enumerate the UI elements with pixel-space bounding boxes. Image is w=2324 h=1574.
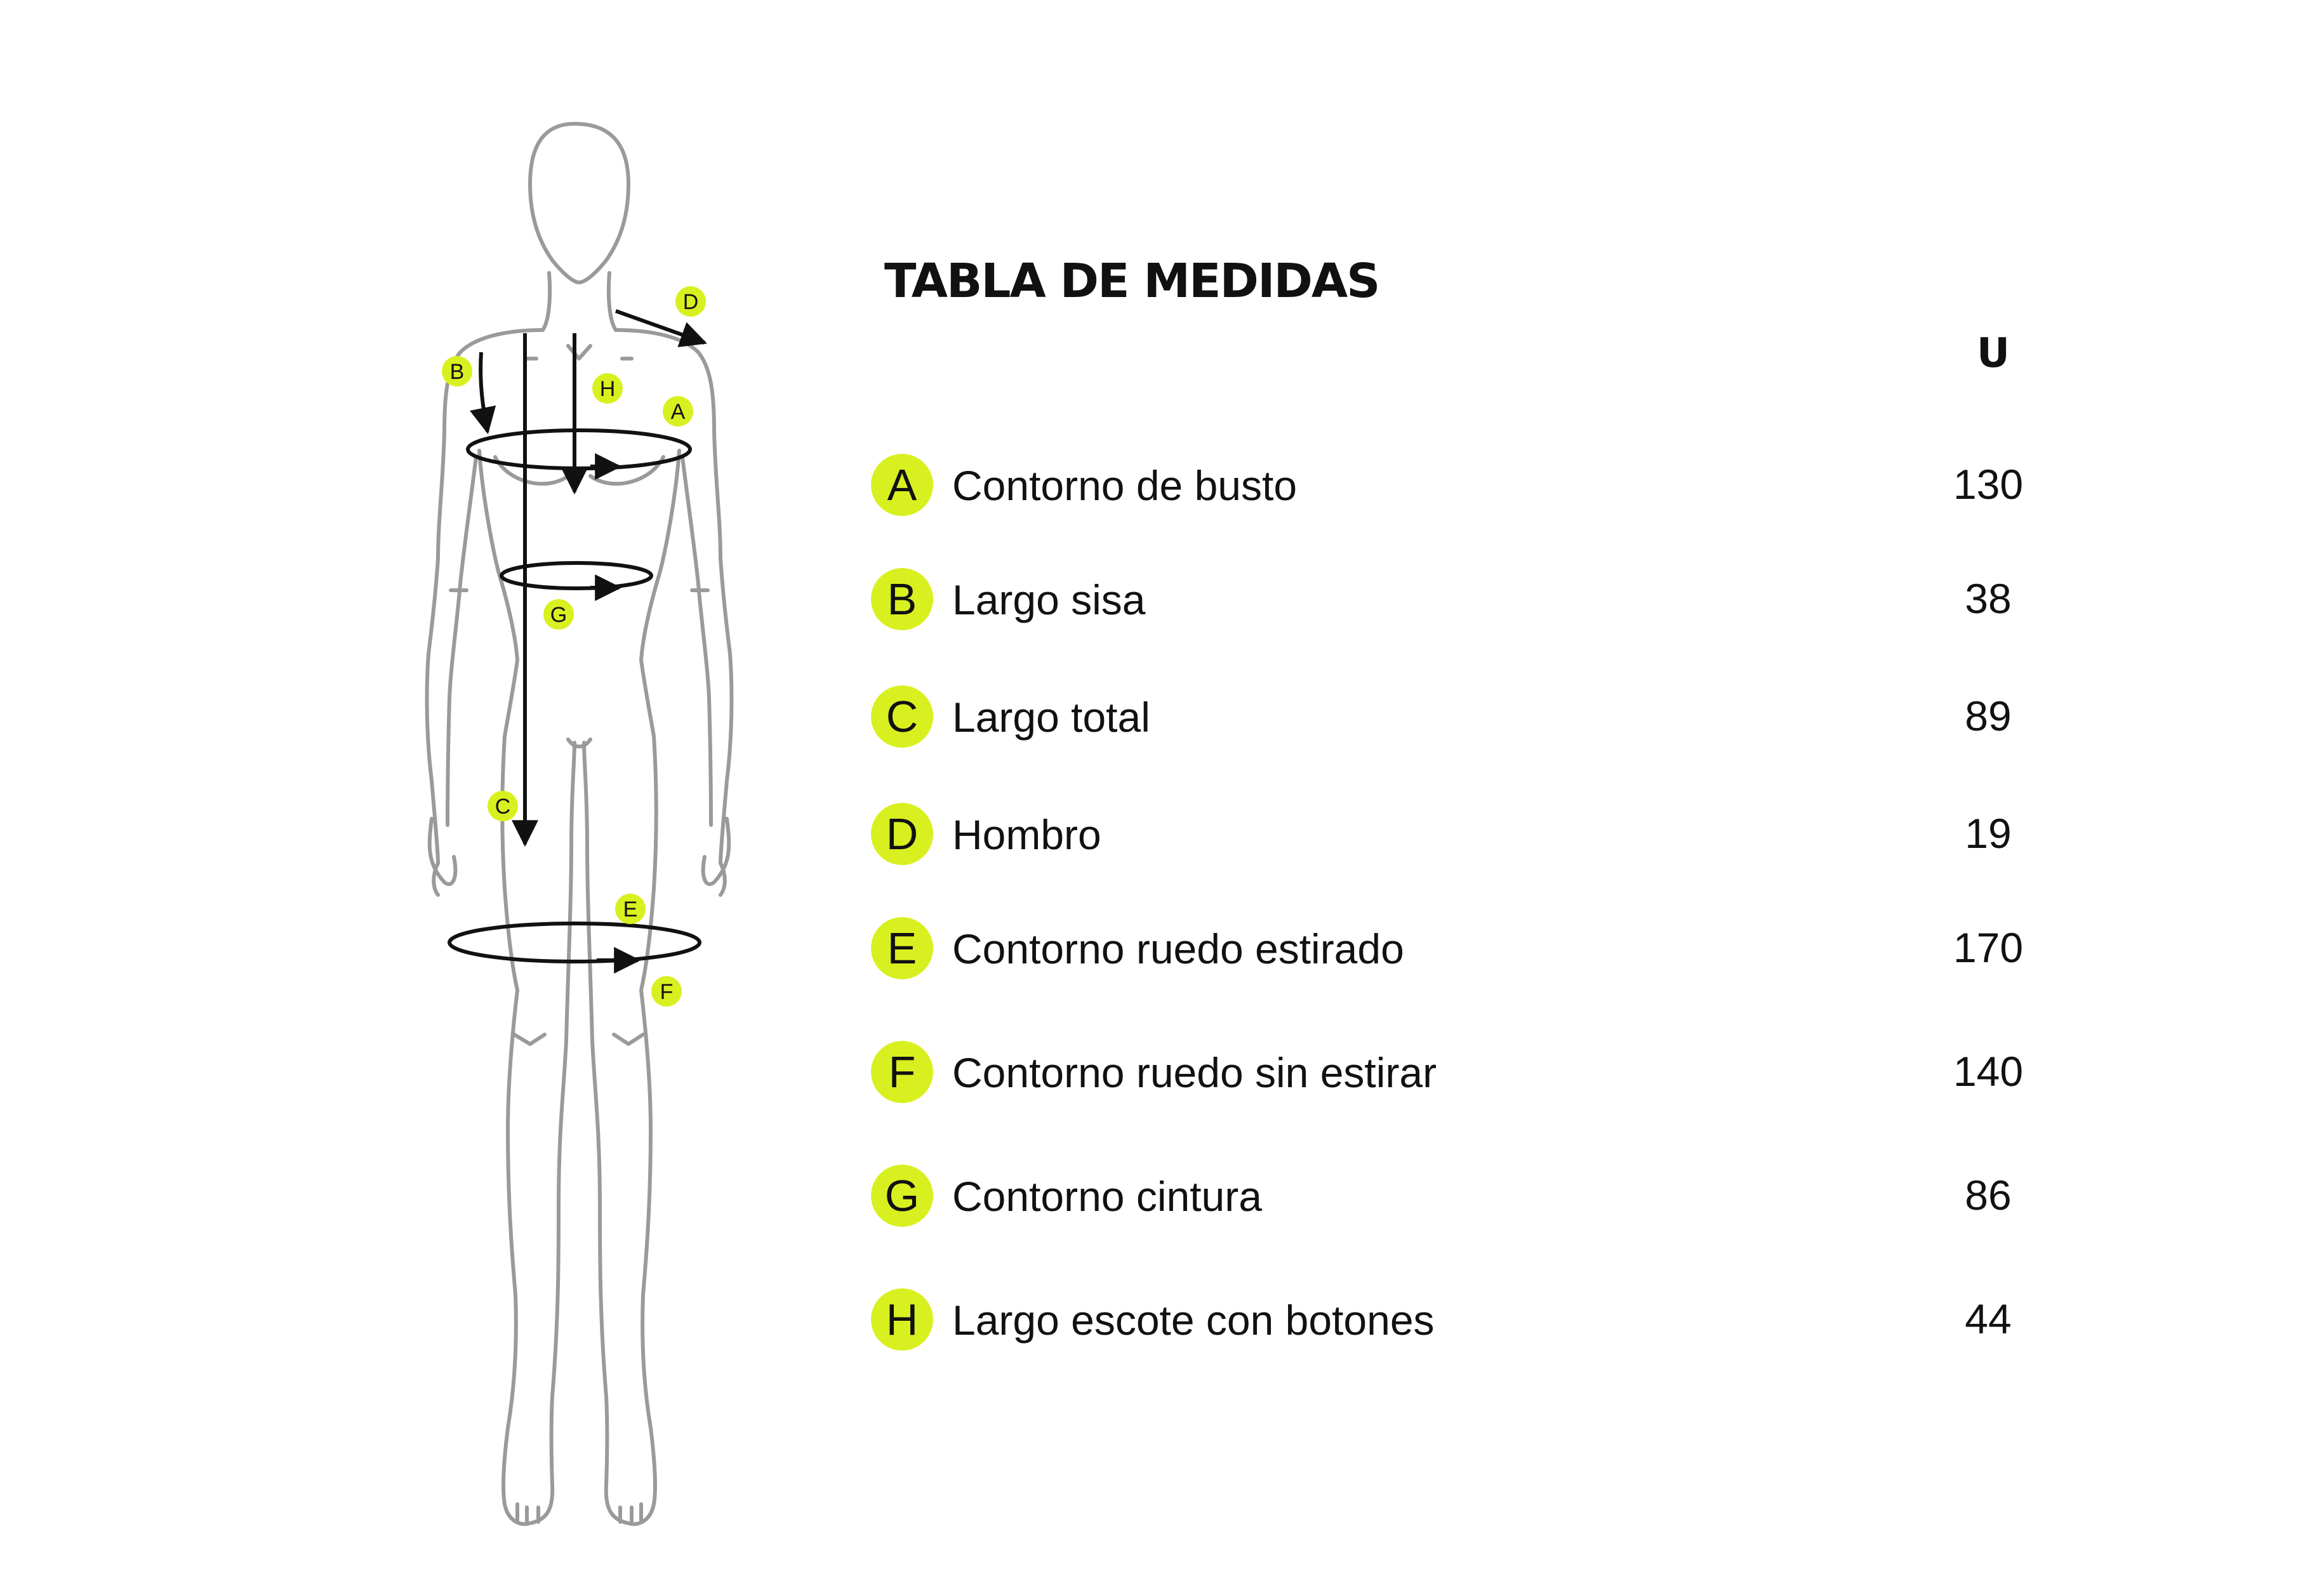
measure-row-g: G Contorno cintura 86 (871, 1165, 2052, 1234)
measure-row-f: F Contorno ruedo sin estirar 140 (871, 1041, 2052, 1111)
measure-value: 89 (1965, 692, 2012, 739)
measure-label: Contorno ruedo sin estirar (952, 1049, 1437, 1096)
measure-row-a: A Contorno de busto 130 (871, 454, 2052, 524)
svg-text:C: C (495, 795, 511, 819)
letter-badge: F (871, 1041, 933, 1103)
figure-badge-g: G (543, 599, 574, 630)
measure-value: 86 (1965, 1172, 2012, 1219)
measure-value: 44 (1965, 1295, 2012, 1342)
svg-text:A: A (671, 400, 686, 424)
figure-badge-a: A (663, 396, 693, 427)
measure-row-b: B Largo sisa 38 (871, 568, 2052, 638)
measure-value: 140 (1953, 1048, 2024, 1095)
measure-label: Contorno de busto (952, 462, 1298, 509)
figure-badge-c: C (488, 791, 518, 821)
figure-badge-f: F (651, 976, 682, 1007)
measure-value: 38 (1965, 575, 2012, 622)
measure-label: Contorno ruedo estirado (952, 925, 1404, 972)
letter-badge: C (871, 685, 933, 748)
letter-badge: E (871, 917, 933, 979)
measure-value: 130 (1953, 461, 2024, 508)
letter-badge: G (871, 1165, 933, 1227)
measure-row-h: H Largo escote con botones 44 (871, 1288, 2052, 1358)
letter-badge: B (871, 568, 933, 630)
measure-row-e: E Contorno ruedo estirado 170 (871, 917, 2052, 987)
measurement-lines (448, 309, 707, 974)
measure-label: Largo sisa (952, 576, 1146, 623)
measure-row-c: C Largo total 89 (871, 685, 2052, 755)
svg-text:B: B (450, 360, 465, 384)
letter-badge: H (871, 1288, 933, 1351)
figure-badge-e: E (615, 894, 646, 924)
measure-value: 19 (1965, 810, 2012, 857)
svg-text:H: H (600, 377, 616, 401)
size-column-header: U (1977, 330, 2010, 377)
figure-badge-b: B (442, 356, 472, 387)
measure-label: Hombro (952, 811, 1101, 858)
measure-label: Largo escote con botones (952, 1297, 1435, 1344)
svg-text:F: F (660, 980, 674, 1004)
letter-badge: D (871, 803, 933, 865)
figure-badges: D B H A G C E F (442, 286, 706, 1007)
measure-value: 170 (1953, 924, 2024, 971)
measure-label: Contorno cintura (952, 1173, 1262, 1220)
measure-label: Largo total (952, 694, 1150, 741)
female-body-outline-icon (425, 122, 734, 1526)
figure-badge-d: D (675, 286, 706, 317)
letter-badge: A (871, 454, 933, 516)
table-title: TABLA DE MEDIDAS (884, 254, 1380, 308)
measure-row-d: D Hombro 19 (871, 803, 2052, 873)
svg-text:G: G (550, 603, 567, 627)
svg-text:D: D (683, 290, 699, 314)
figure-badge-h: H (592, 373, 623, 404)
svg-text:E: E (623, 897, 638, 922)
